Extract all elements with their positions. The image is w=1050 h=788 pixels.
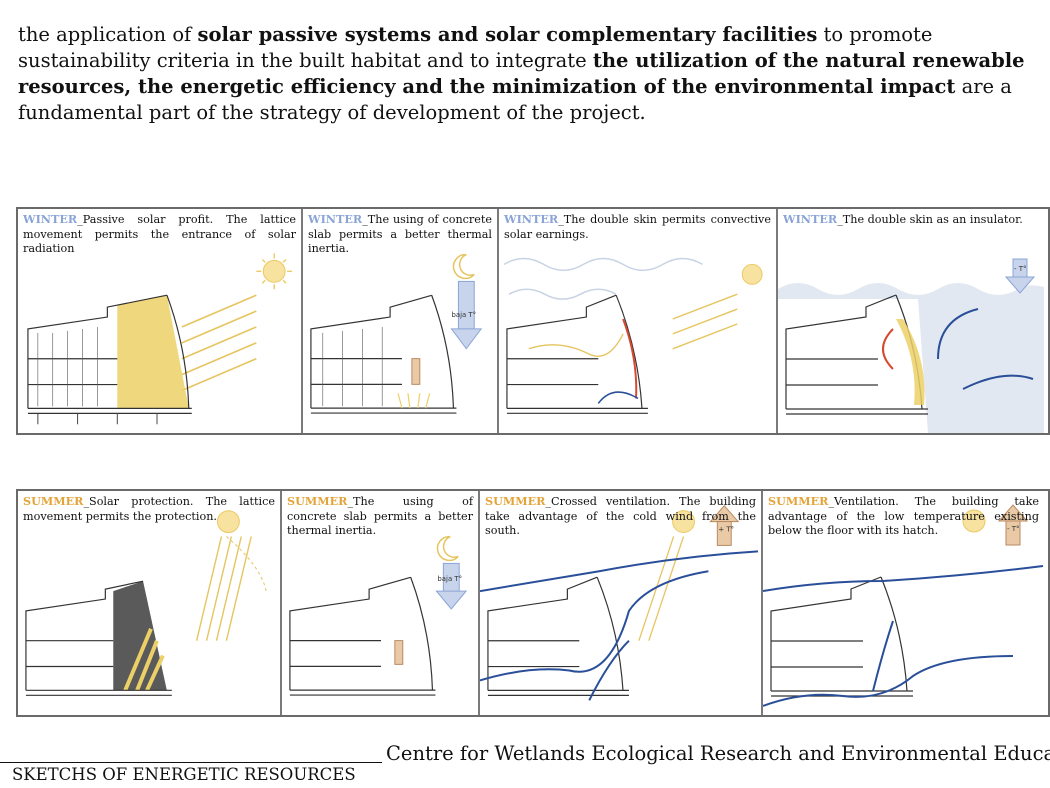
convective-solar-sketch [503, 257, 763, 414]
summer-panel-4: SUMMER_Ventilation. The building take ad… [763, 491, 1044, 715]
building-section [289, 576, 436, 696]
summer-sketch-row: SUMMER_Solar protection. The lattice mov… [16, 489, 1050, 717]
floor-ventilation-sketch: - T° [763, 504, 1044, 707]
building-section [487, 576, 629, 696]
intro-text-3: are a fundamental part of the strategy o… [18, 75, 1012, 124]
winter-panel-1: WINTER_Passive solar profit. The lattice… [18, 209, 303, 433]
sun-icon [741, 263, 763, 285]
passive-solar-sketch [27, 253, 293, 425]
intro-text-2: to promote sustainability criteria in th… [18, 23, 933, 72]
intro-paragraph: the application of solar passive systems… [18, 22, 1033, 126]
arrow-label: + T° [718, 526, 734, 534]
winter-sketch-row: WINTER_Passive solar profit. The lattice… [16, 207, 1050, 435]
winter-panel-2: WINTER_The using of concrete slab permit… [303, 209, 499, 433]
building-section [770, 576, 913, 697]
building-section [27, 294, 192, 414]
arrow-label: - T° [1014, 265, 1027, 273]
wind-flow [480, 550, 759, 701]
heat-flow [622, 318, 638, 399]
panel-caption: SUMMER_Solar protection. The lattice mov… [23, 494, 275, 523]
panel-caption: SUMMER_Crossed ventilation. The building… [485, 494, 756, 537]
intro-bold-1: solar passive systems and solar compleme… [197, 23, 818, 46]
convection-flow [528, 333, 624, 357]
intro-bold-2: the utilization of the natural renewable… [18, 49, 1025, 98]
panel-caption: WINTER_Passive solar profit. The lattice… [23, 212, 296, 255]
heat-flow [882, 328, 894, 370]
clouds [503, 257, 703, 300]
warm-arrow-up: - T° [997, 504, 1029, 546]
insulator-sketch: - T° [778, 258, 1044, 433]
footer-title: Centre for Wetlands Ecological Research … [386, 742, 1050, 765]
sun-icon [216, 510, 240, 534]
solar-radiation-arrows [195, 536, 252, 641]
moon-icon [436, 535, 459, 562]
cold-wind-flow [937, 308, 1034, 390]
building-section [506, 294, 648, 414]
winter-panel-3: WINTER_The double skin permits convectiv… [499, 209, 778, 433]
heat-arrow-up [394, 640, 404, 665]
solar-radiation-arrows [181, 294, 257, 392]
air-flow [597, 391, 639, 404]
arrow-label: baja T° [437, 575, 462, 583]
building-section [25, 580, 172, 696]
summer-inertia-sketch: baja T° [289, 535, 468, 696]
shaded-lattice [113, 581, 167, 691]
summer-panel-1: SUMMER_Solar protection. The lattice mov… [18, 491, 282, 715]
footer-rule [0, 762, 382, 763]
moon-icon [452, 253, 475, 280]
summer-panel-2: SUMMER_The using of concrete slab permit… [282, 491, 480, 715]
warm-arrow-up: + T° [709, 504, 740, 546]
cold-air-mass [778, 283, 1044, 433]
cold-arrow-down: baja T° [450, 280, 483, 350]
piles [37, 413, 158, 425]
building-section [785, 294, 928, 415]
solar-protection-sketch [25, 510, 267, 696]
lattice-slats [123, 628, 165, 692]
arrow-label: baja T° [451, 311, 476, 319]
panel-caption: WINTER_The double skin as an insulator. [783, 212, 1023, 226]
heat-arrow-up [411, 358, 421, 385]
cold-arrow-down: - T° [1004, 258, 1036, 294]
arrow-label: - T° [1007, 525, 1020, 533]
panel-caption: SUMMER_The using of concrete slab permit… [287, 494, 473, 537]
footer-subtitle: SKETCHS OF ENERGETIC RESOURCES [12, 765, 356, 784]
panel-caption: SUMMER_Ventilation. The building take ad… [768, 494, 1039, 537]
sun-rays [256, 253, 293, 290]
building-section [310, 294, 457, 414]
sun-icon [962, 509, 986, 533]
cold-arrow-down: baja T° [435, 562, 468, 610]
crossed-ventilation-sketch: + T° [480, 504, 759, 701]
intro-text-1: the application of [18, 23, 198, 46]
interior-details [37, 326, 98, 407]
wind-flow [763, 565, 1044, 707]
double-skin [896, 319, 925, 405]
winter-panel-4: WINTER_The double skin as an insulator. … [778, 209, 1044, 433]
summer-panel-3: SUMMER_Crossed ventilation. The building… [480, 491, 763, 715]
sun-icon [262, 259, 286, 283]
thermal-inertia-sketch: baja T° [310, 253, 483, 414]
panel-caption: WINTER_The using of concrete slab permit… [308, 212, 492, 255]
sun-icon [672, 510, 695, 533]
sunlit-area [117, 295, 189, 409]
panel-caption: WINTER_The double skin permits convectiv… [504, 212, 771, 241]
